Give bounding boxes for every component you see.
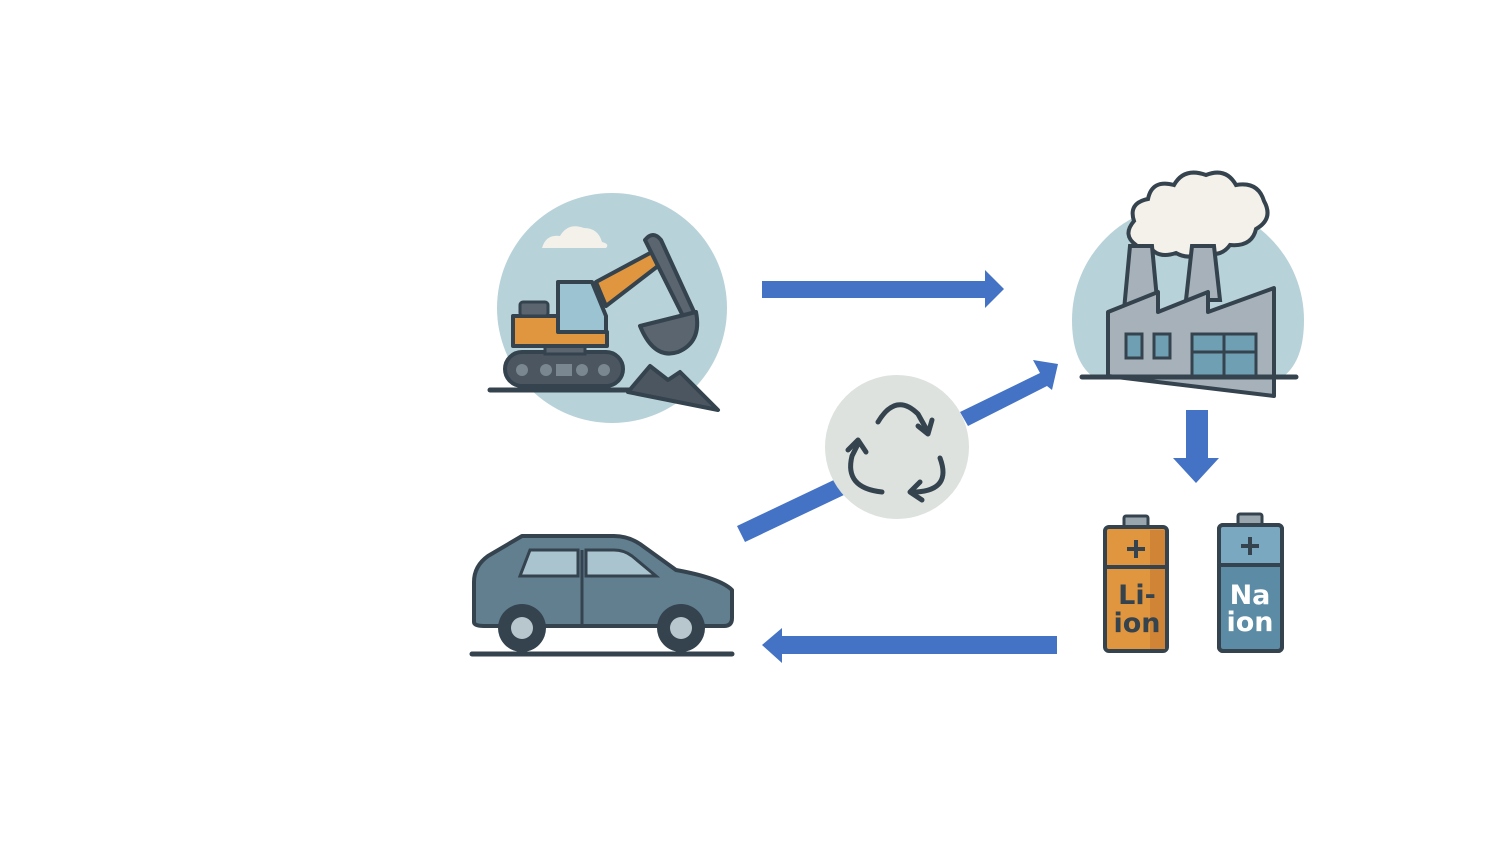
li-ion-label-line2: ion bbox=[1113, 608, 1160, 639]
li-ion-label-line1: Li- bbox=[1118, 580, 1156, 611]
na-ion-label-line1: Na bbox=[1230, 580, 1271, 611]
recycle-icon bbox=[825, 375, 969, 519]
na-ion-label-line2: ion bbox=[1226, 607, 1273, 638]
arrow-car-to-factory-recycling bbox=[737, 360, 1058, 542]
arrow-batteries-to-car bbox=[762, 628, 1057, 663]
car-icon bbox=[469, 534, 735, 657]
li-ion-battery-icon: Li- ion bbox=[1103, 514, 1169, 653]
arrow-factory-to-batteries bbox=[1173, 410, 1219, 483]
excavator-icon bbox=[487, 193, 727, 423]
arrow-mining-to-factory bbox=[762, 270, 1004, 308]
na-ion-battery-icon: Na ion bbox=[1217, 512, 1284, 653]
factory-icon bbox=[1072, 170, 1304, 398]
